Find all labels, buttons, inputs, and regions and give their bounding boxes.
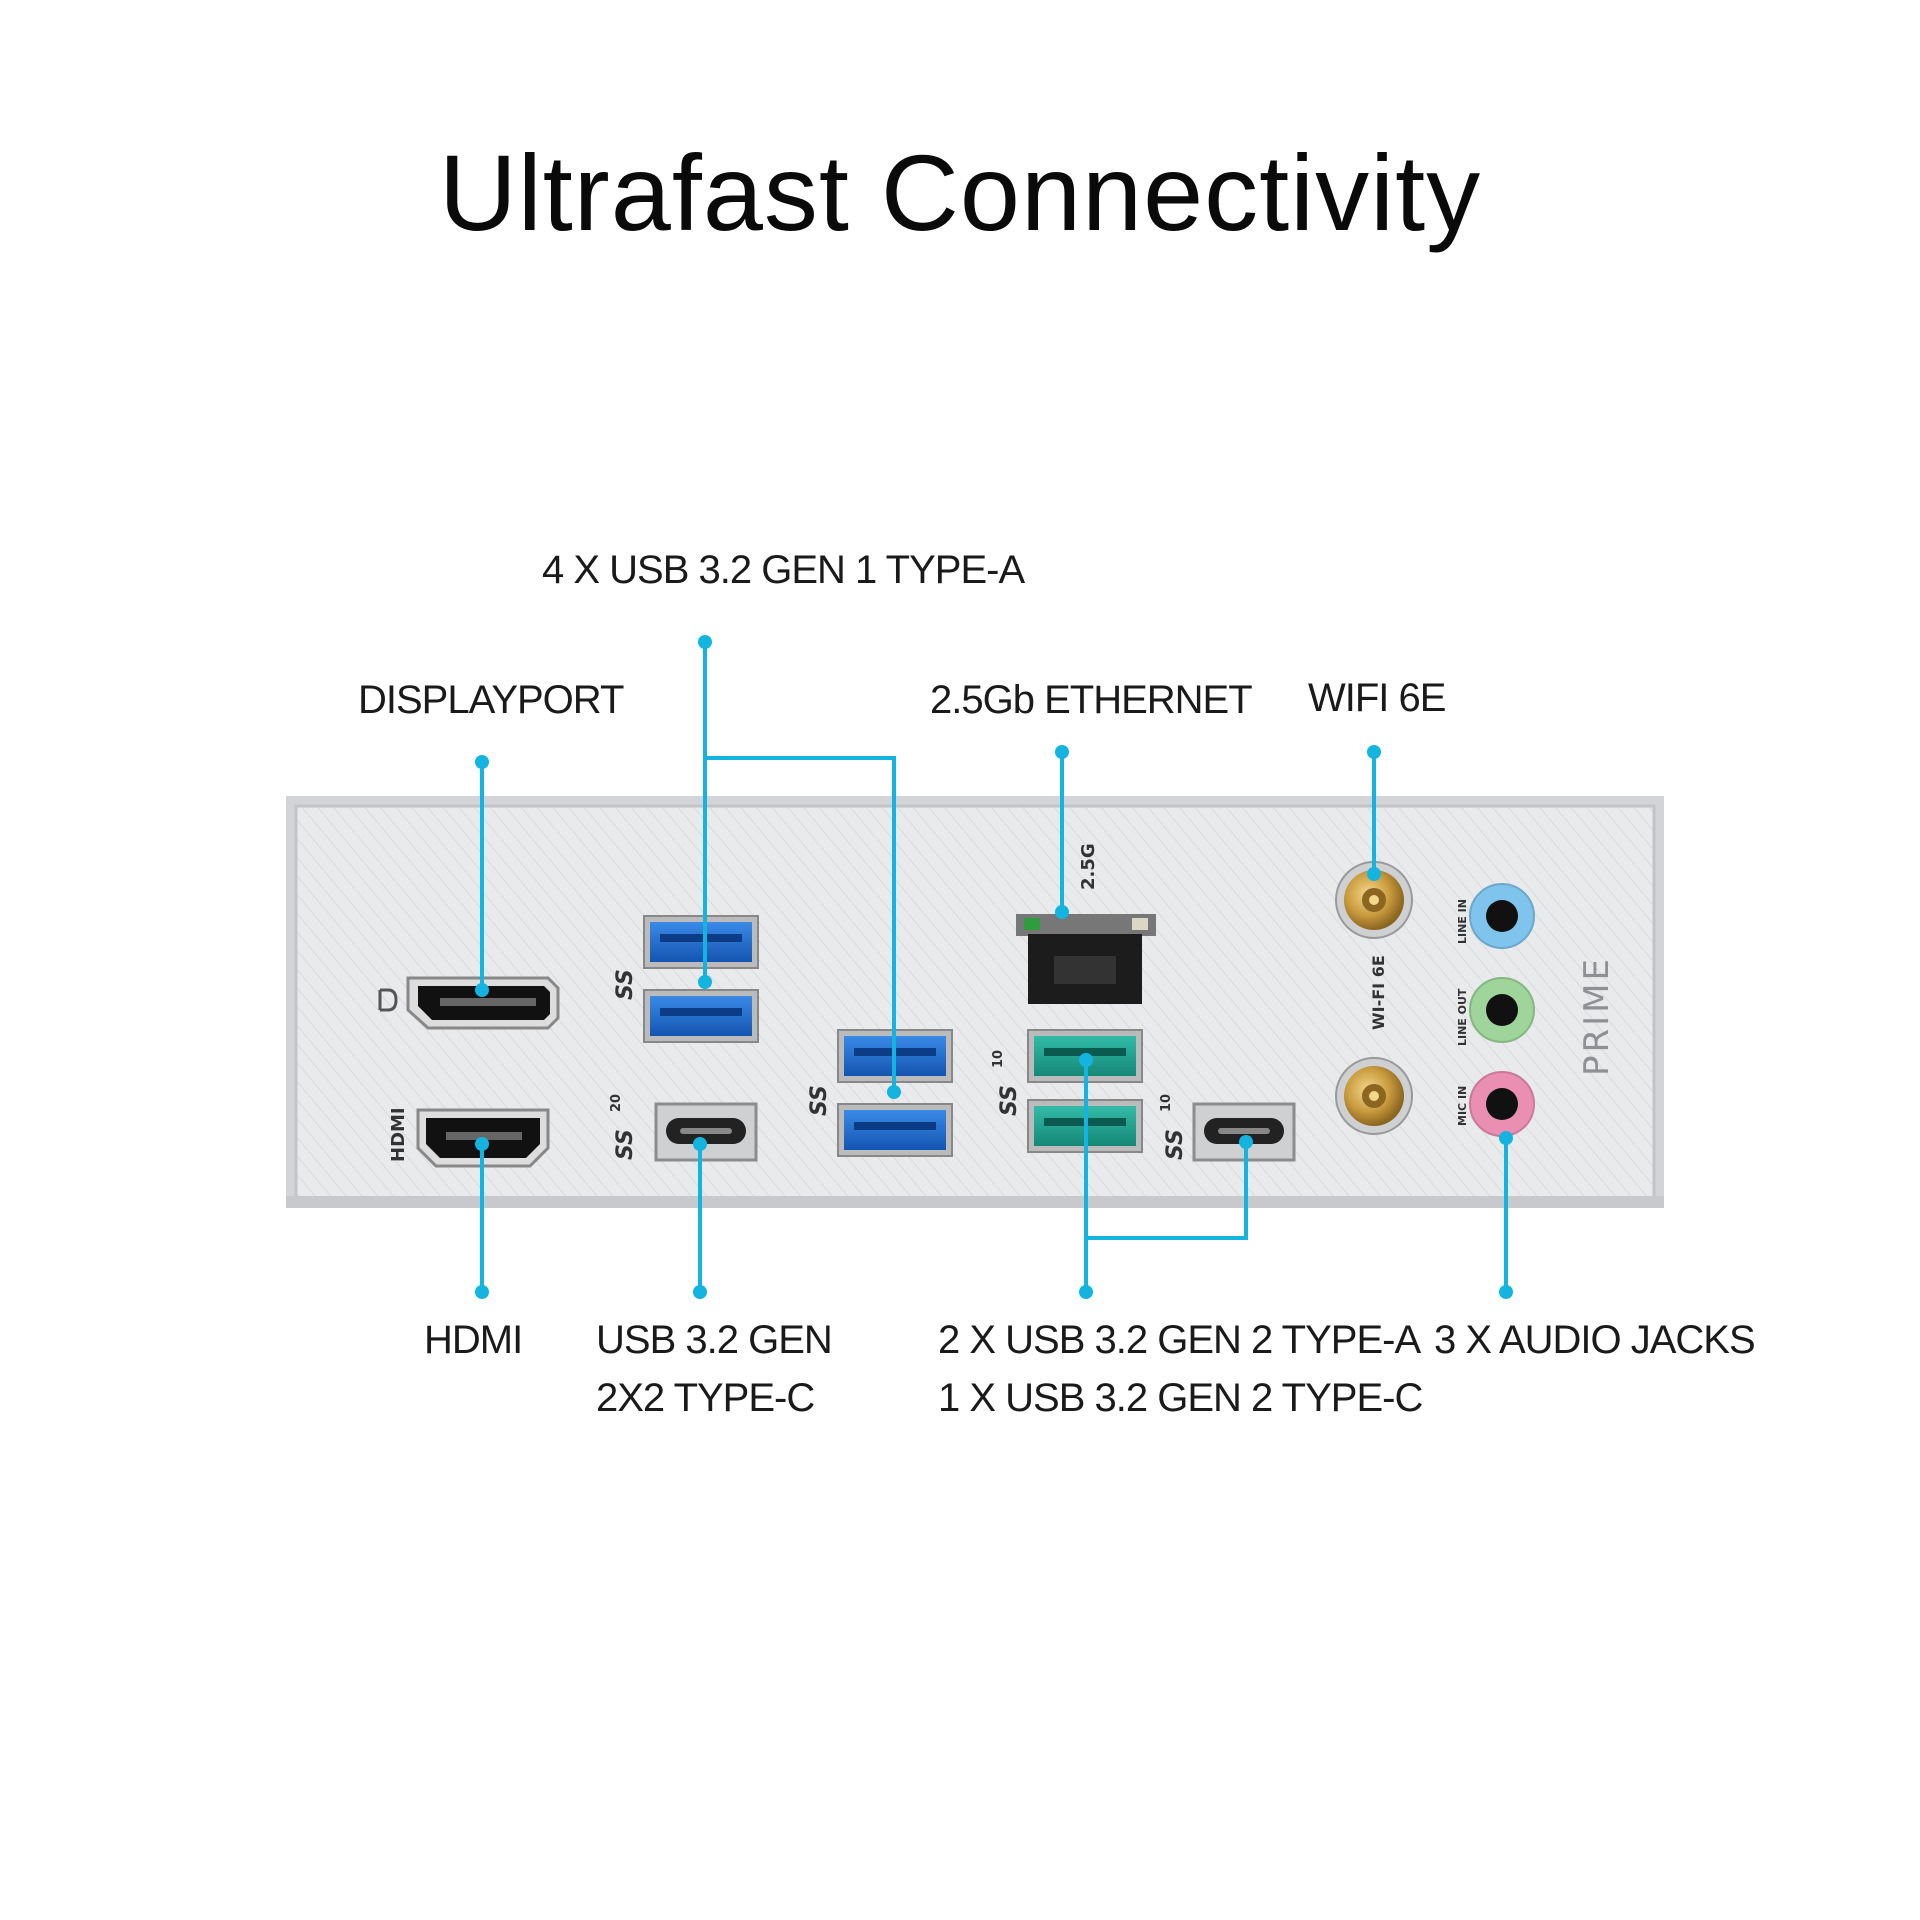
lan-speed-panel-text: 2.5G: [1078, 843, 1099, 890]
ss10-logo-icon: SS: [997, 1085, 1022, 1116]
label-usb-gen2-line2: 1 X USB 3.2 GEN 2 TYPE-C: [938, 1376, 1423, 1420]
displayport-logo-icon: [378, 988, 398, 1012]
usb-2x2-typec-port: SS 20: [609, 1094, 758, 1162]
ss-logo-icon: SS: [613, 969, 638, 1000]
callout-dots: [475, 635, 1513, 1299]
page-title: Ultrafast Connectivity: [438, 132, 1482, 253]
callout-usb-gen1-branch: [705, 756, 896, 1092]
audio-jacks: LINE IN LINE OUT MIC IN: [1456, 883, 1535, 1137]
ss-logo-icon-2: SS: [807, 1085, 832, 1116]
ss20-logo-icon: SS: [613, 1129, 638, 1160]
ethernet-port: 2.5G: [1016, 843, 1156, 1004]
displayport-port: [378, 976, 560, 1030]
ss20-number: 20: [609, 1094, 624, 1112]
callout-lines: [480, 642, 1508, 1292]
label-usb-gen2-line1: 2 X USB 3.2 GEN 2 TYPE-A: [938, 1318, 1421, 1362]
label-usb-gen1: 4 X USB 3.2 GEN 1 TYPE-A: [542, 548, 1025, 592]
label-wifi: WIFI 6E: [1308, 676, 1446, 720]
usb-gen1-stack-left: SS: [613, 915, 759, 1043]
ss10-logo-icon-2: SS: [1163, 1129, 1188, 1160]
io-shield-panel: [286, 796, 1664, 1208]
ss10-number: 10: [991, 1050, 1006, 1068]
callout-usb-gen2-branch: [1086, 1142, 1248, 1240]
label-ethernet: 2.5Gb ETHERNET: [930, 678, 1253, 722]
hdmi-panel-text: HDMI: [388, 1107, 409, 1162]
label-audio: 3 X AUDIO JACKS: [1434, 1318, 1756, 1362]
label-usb-2x2-line1: USB 3.2 GEN: [596, 1318, 833, 1362]
ss10-number-2: 10: [1159, 1094, 1174, 1112]
label-usb-2x2-line2: 2X2 TYPE-C: [596, 1376, 815, 1420]
wifi-panel-text: WI-FI 6E: [1369, 955, 1388, 1030]
line-in-panel-text: LINE IN: [1456, 899, 1469, 944]
label-displayport: DISPLAYPORT: [358, 678, 624, 722]
line-out-panel-text: LINE OUT: [1456, 988, 1469, 1046]
label-hdmi: HDMI: [424, 1318, 523, 1362]
mic-in-panel-text: MIC IN: [1456, 1086, 1469, 1126]
wifi-antenna-connectors: WI-FI 6E: [1335, 861, 1413, 1135]
brand-panel-text: PRIME: [1577, 956, 1617, 1076]
